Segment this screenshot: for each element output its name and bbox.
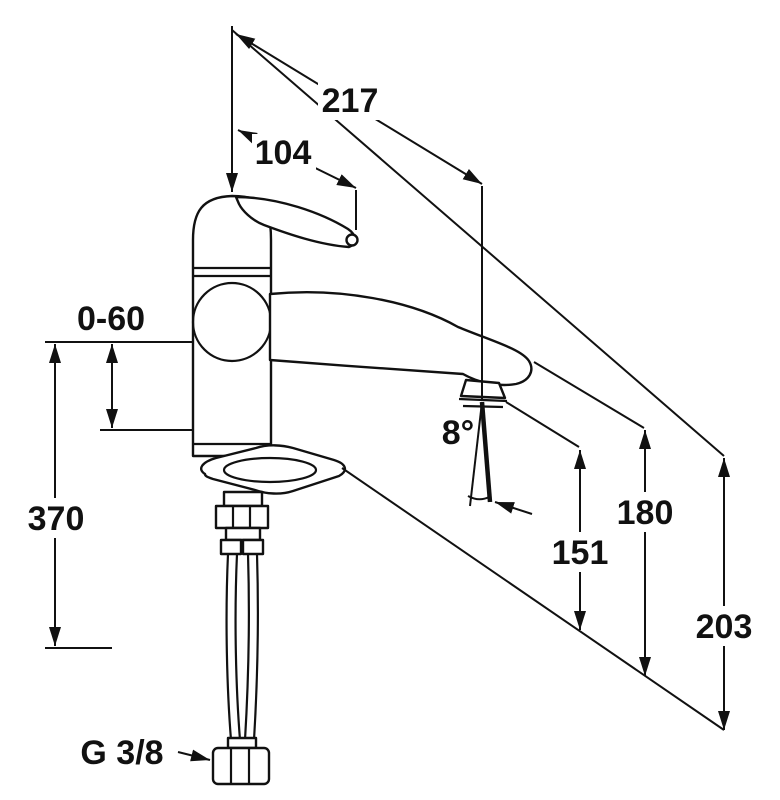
dim-151-label: 151 [552, 534, 609, 572]
label-bg-104 [252, 134, 316, 172]
hose-left-outer [225, 553, 233, 741]
label-bg-370 [26, 498, 86, 538]
label-bg-151 [549, 532, 611, 572]
stream-angle-arc [467, 495, 490, 501]
hose-left-inner [234, 553, 242, 741]
lever-tip [345, 233, 359, 247]
stream-angle-line [479, 401, 493, 503]
mounting-nut [214, 504, 270, 530]
spout [268, 291, 533, 387]
hose-right-outer [252, 553, 259, 741]
dim-0-60-label: 0-60 [77, 300, 145, 338]
ext-top-oblique-203 [231, 29, 725, 457]
fitting-collar [226, 736, 258, 750]
stream-reference-line [469, 401, 483, 507]
hose-collar-right [241, 538, 265, 556]
connection-nut [211, 746, 271, 786]
base-plate [200, 444, 347, 495]
dim-370-label: 370 [28, 500, 85, 538]
ext-oblique-180 [533, 361, 645, 429]
shank-connector [222, 490, 264, 508]
dim-217-label: 217 [322, 82, 379, 120]
dimension-lines [45, 26, 730, 762]
faucet [191, 194, 533, 786]
ext-counter-oblique [341, 467, 725, 731]
shank-lower [224, 526, 262, 542]
dim-203-label: 203 [696, 608, 753, 646]
hose-right-inner [243, 553, 250, 741]
hose-collar-left [219, 538, 243, 556]
label-bg-217 [318, 82, 384, 120]
label-bg-180 [614, 492, 676, 532]
dimension-labels: 217 104 0-60 370 151 180 203 8° G 3/8 [26, 82, 755, 772]
ext-oblique-151 [505, 401, 580, 448]
faucet-body [191, 194, 273, 458]
label-bg-203 [693, 606, 755, 646]
base-plate-inner-ring [222, 456, 318, 484]
stream-angle-label: 8° [442, 414, 475, 452]
stream-angle-leader [494, 501, 533, 515]
dim-104-label: 104 [255, 134, 312, 172]
dim-180-label: 180 [617, 494, 674, 532]
connection-thread-label: G 3/8 [80, 734, 163, 772]
lever-handle [234, 195, 357, 249]
thread-leader [177, 749, 211, 762]
